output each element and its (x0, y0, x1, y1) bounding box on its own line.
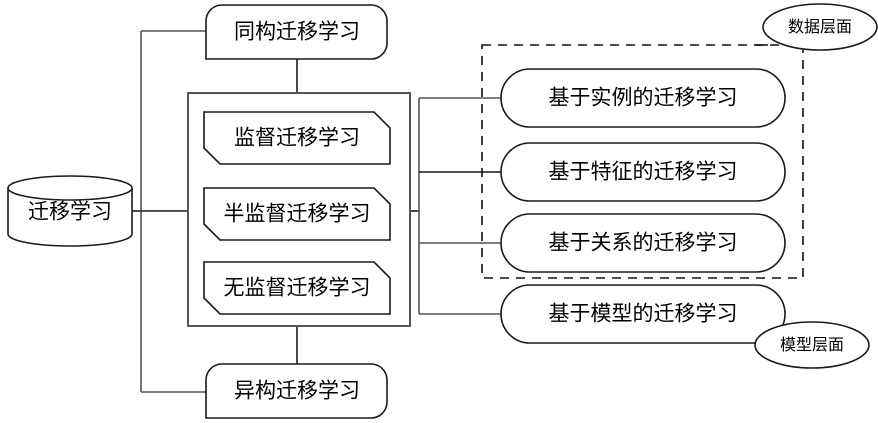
node-feature-based-transfer-learning[interactable]: 基于特征的迁移学习 (500, 142, 786, 202)
label-model-layer[interactable]: 模型层面 (754, 321, 870, 369)
node-heterogeneous-label: 异构迁移学习 (234, 380, 360, 403)
node-feature-based-label: 基于特征的迁移学习 (549, 161, 738, 184)
label-model-layer-text: 模型层面 (780, 336, 844, 354)
node-supervised-transfer-learning[interactable]: 监督迁移学习 (203, 111, 391, 165)
dashed-group-data-layer (481, 44, 804, 279)
node-instance-based-transfer-learning[interactable]: 基于实例的迁移学习 (500, 68, 786, 128)
node-unsupervised-transfer-learning[interactable]: 无监督迁移学习 (203, 261, 391, 315)
node-homogeneous-label: 同构迁移学习 (234, 21, 360, 44)
node-unsupervised-label: 无监督迁移学习 (224, 277, 371, 300)
node-relation-based-transfer-learning[interactable]: 基于关系的迁移学习 (500, 213, 786, 273)
node-instance-based-label: 基于实例的迁移学习 (549, 87, 738, 110)
node-root-transfer-learning[interactable]: 迁移学习 (7, 175, 133, 247)
node-homogeneous-transfer-learning[interactable]: 同构迁移学习 (205, 4, 388, 60)
node-model-based-label: 基于模型的迁移学习 (549, 303, 738, 326)
node-semi-supervised-transfer-learning[interactable]: 半监督迁移学习 (203, 187, 391, 241)
supervision-group-container (187, 92, 411, 327)
node-supervised-label: 监督迁移学习 (234, 127, 360, 150)
node-heterogeneous-transfer-learning[interactable]: 异构迁移学习 (205, 363, 388, 419)
label-data-layer-text: 数据层面 (788, 18, 852, 36)
label-data-layer[interactable]: 数据层面 (762, 3, 878, 51)
node-semi-supervised-label: 半监督迁移学习 (224, 203, 371, 226)
node-root-label: 迁移学习 (28, 201, 112, 224)
node-relation-based-label: 基于关系的迁移学习 (549, 232, 738, 255)
connector-lines (131, 30, 783, 393)
node-model-based-transfer-learning[interactable]: 基于模型的迁移学习 (500, 284, 786, 344)
